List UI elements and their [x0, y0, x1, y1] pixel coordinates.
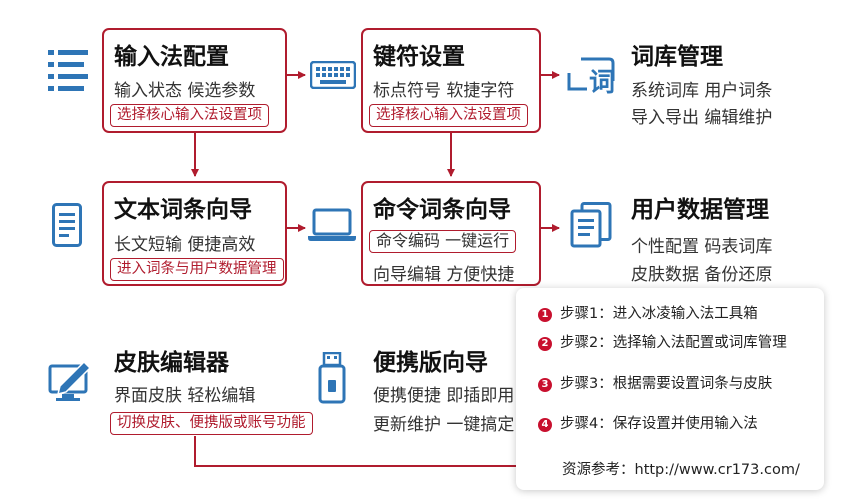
- command-wizard-desc: 向导编辑 方便快捷: [373, 265, 515, 285]
- portable-desc-2: 更新维护 一键搞定: [373, 415, 515, 435]
- text-wizard-title: 文本词条向导: [114, 197, 252, 223]
- step-text: 步骤3：根据需要设置词条与皮肤: [560, 376, 773, 392]
- lexicon-title: 词库管理: [631, 44, 723, 70]
- text-wizard-tag: 进入词条与用户数据管理: [110, 258, 284, 281]
- user-data-desc-1: 个性配置 码表词库: [631, 237, 773, 257]
- step-text: 步骤4：保存设置并使用输入法: [560, 416, 758, 432]
- lexicon-desc-1: 系统词库 用户词条: [631, 81, 773, 101]
- pen-monitor-icon: [48, 358, 94, 408]
- ime-config-title: 输入法配置: [114, 44, 229, 70]
- step-item: 1 步骤1：进入冰凌输入法工具箱: [538, 302, 758, 323]
- step-badge: 3: [538, 378, 552, 392]
- key-symbol-title: 键符设置: [373, 44, 465, 70]
- skin-editor-title: 皮肤编辑器: [114, 350, 229, 376]
- step-badge: 2: [538, 337, 552, 351]
- step-badge: 1: [538, 308, 552, 322]
- skin-editor-tag: 切换皮肤、便携版或账号功能: [110, 412, 313, 435]
- step-item: 4 步骤4：保存设置并使用输入法: [538, 412, 758, 433]
- user-data-desc-2: 皮肤数据 备份还原: [631, 265, 773, 285]
- keyboard-icon: [309, 60, 357, 93]
- steps-panel: 1 步骤1：进入冰凌输入法工具箱 2 步骤2：选择输入法配置或词库管理 3 步骤3：根…: [516, 288, 824, 490]
- dictionary-icon: 词: [567, 55, 615, 99]
- ime-config-tag: 选择核心输入法设置项: [110, 104, 269, 127]
- usb-drive-icon: [318, 351, 346, 408]
- svg-text:词: 词: [589, 68, 615, 95]
- resource-link[interactable]: 资源参考：http://www.cr173.com/: [562, 462, 800, 478]
- ime-config-desc: 输入状态 候选参数: [114, 81, 256, 101]
- lexicon-desc-2: 导入导出 编辑维护: [631, 108, 773, 128]
- arrow-skin-to-resource: [194, 436, 549, 470]
- command-wizard-tag: 命令编码 一键运行: [369, 230, 517, 253]
- text-wizard-desc: 长文短输 便捷高效: [114, 235, 256, 255]
- document-icon: [52, 203, 82, 251]
- skin-editor-desc: 界面皮肤 轻松编辑: [114, 386, 256, 406]
- user-data-title: 用户数据管理: [631, 197, 769, 223]
- ime-config-node: [102, 28, 287, 133]
- laptop-icon: [308, 208, 356, 246]
- key-symbol-desc: 标点符号 软捷字符: [373, 81, 515, 101]
- list-icon: [48, 48, 90, 100]
- text-wizard-node: [102, 181, 287, 286]
- files-icon: [570, 202, 612, 252]
- step-badge: 4: [538, 418, 552, 432]
- command-wizard-title: 命令词条向导: [373, 197, 511, 223]
- step-item: 3 步骤3：根据需要设置词条与皮肤: [538, 372, 772, 393]
- step-text: 步骤2：选择输入法配置或词库管理: [560, 335, 787, 351]
- key-symbol-node: [361, 28, 541, 133]
- step-text: 步骤1：进入冰凌输入法工具箱: [560, 306, 758, 322]
- step-item: 2 步骤2：选择输入法配置或词库管理: [538, 331, 787, 352]
- command-wizard-node: [361, 181, 541, 286]
- key-symbol-tag: 选择核心输入法设置项: [369, 104, 528, 127]
- portable-title: 便携版向导: [373, 350, 488, 376]
- portable-desc-1: 便携便捷 即插即用: [373, 386, 515, 406]
